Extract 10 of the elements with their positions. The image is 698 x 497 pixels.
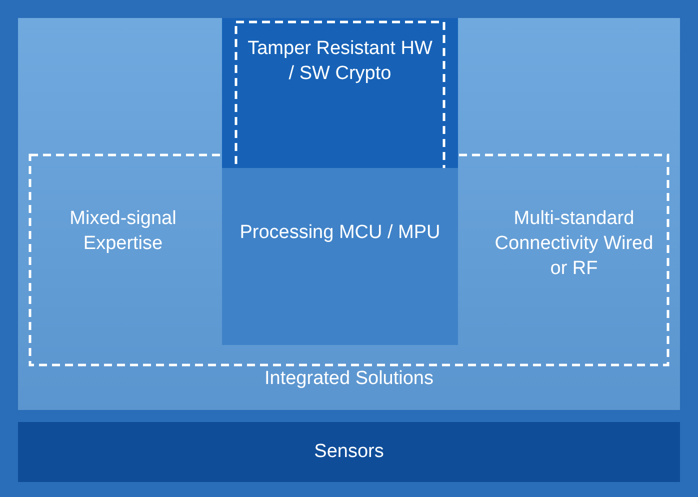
- block-label: Mixed-signal Expertise: [38, 206, 208, 266]
- solution-panel: [18, 18, 680, 410]
- crypto-column: [222, 18, 458, 345]
- panel-title: Integrated Solutions: [263, 367, 434, 391]
- block-label: Multi-standard Connectivity Wired or RF: [494, 206, 654, 286]
- block-label: Processing MCU / MPU: [238, 221, 442, 245]
- processing-area: [222, 168, 458, 345]
- block-label: Tamper Resistant HW / SW Crypto: [246, 37, 434, 86]
- block-label: Sensors: [313, 440, 385, 464]
- sensors-bar: [18, 422, 680, 482]
